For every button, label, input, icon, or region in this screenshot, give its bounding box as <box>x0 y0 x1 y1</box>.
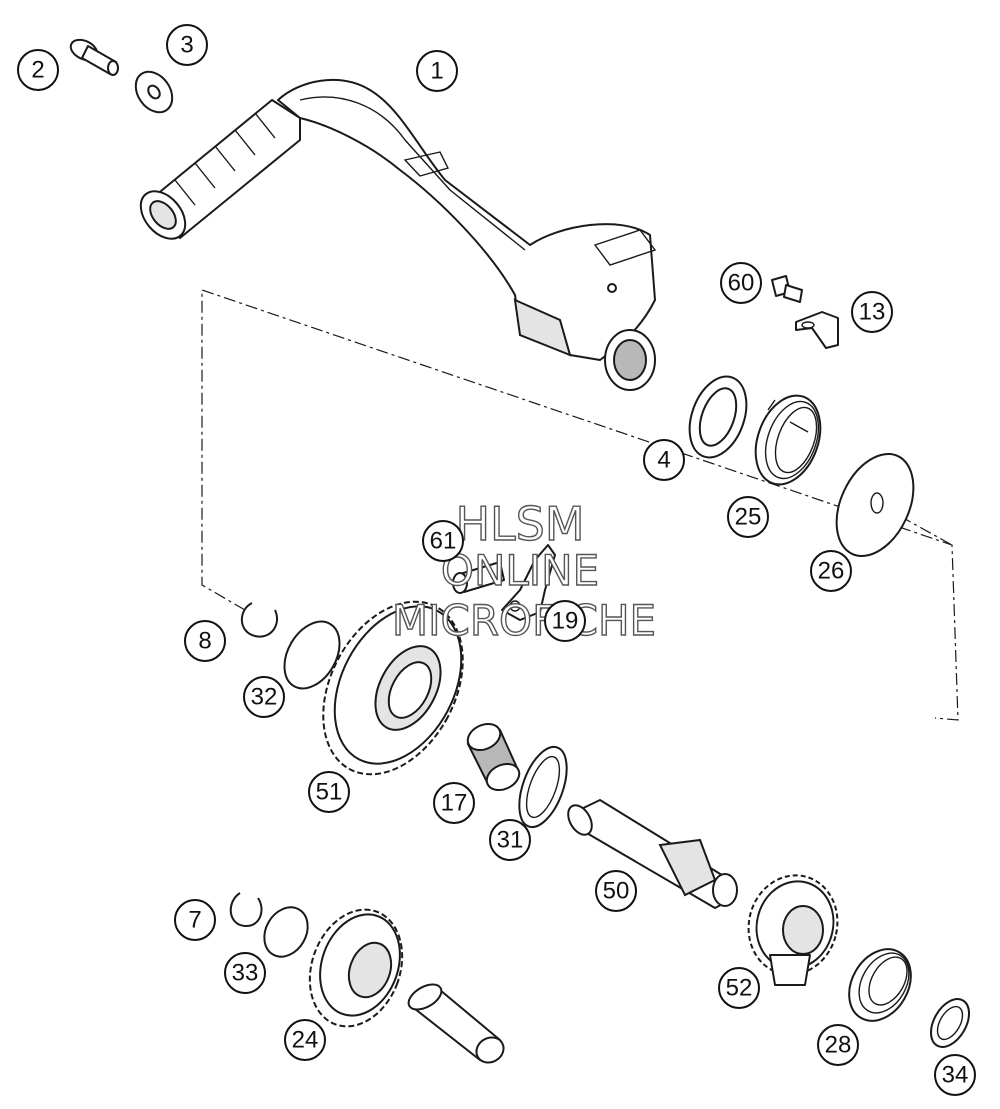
callout-17-label: 17 <box>441 790 468 817</box>
watermark-line-2: ONLINE <box>441 546 599 595</box>
callout-26-label: 26 <box>818 558 845 585</box>
callout-25[interactable]: 25 <box>727 496 769 538</box>
callout-32[interactable]: 32 <box>243 676 285 718</box>
callout-60[interactable]: 60 <box>720 262 762 304</box>
watermark-line-1: HLSM <box>455 497 584 551</box>
callout-labels: 1 2 3 60 13 4 25 26 61 19 8 32 51 17 31 <box>17 24 976 1096</box>
callout-28-label: 28 <box>825 1032 852 1059</box>
callout-24-label: 24 <box>292 1027 319 1054</box>
callout-8-label: 8 <box>198 628 211 655</box>
callout-7[interactable]: 7 <box>174 899 216 941</box>
assembly-leader-lines <box>201 289 959 721</box>
callout-34[interactable]: 34 <box>934 1054 976 1096</box>
callout-19-label: 19 <box>552 608 579 635</box>
callout-25-label: 25 <box>735 504 762 531</box>
part-33-washer[interactable] <box>256 899 317 964</box>
part-31-washer[interactable] <box>510 741 576 834</box>
callout-34-label: 34 <box>942 1062 969 1089</box>
callout-4[interactable]: 4 <box>643 439 685 481</box>
callout-31-label: 31 <box>497 827 524 854</box>
callout-51-label: 51 <box>316 779 343 806</box>
callout-50-label: 50 <box>603 878 630 905</box>
callout-8[interactable]: 8 <box>184 620 226 662</box>
watermark: HLSM ONLINE MICROFICHE <box>391 496 657 645</box>
watermark-line-3: MICROFICHE <box>392 596 656 645</box>
callout-31[interactable]: 31 <box>489 819 531 861</box>
callout-52-label: 52 <box>726 975 753 1002</box>
part-24-gear[interactable] <box>294 897 418 1040</box>
part-4-washer[interactable] <box>679 369 757 466</box>
part-60-bolt[interactable] <box>771 275 803 303</box>
callout-61[interactable]: 61 <box>422 520 464 562</box>
part-7-circlip[interactable] <box>229 892 263 928</box>
part-28-spring[interactable] <box>837 938 923 1032</box>
part-25-spring[interactable] <box>744 387 832 494</box>
callout-19[interactable]: 19 <box>544 600 586 642</box>
callout-13[interactable]: 13 <box>851 291 893 333</box>
callout-28[interactable]: 28 <box>817 1024 859 1066</box>
callout-17[interactable]: 17 <box>433 782 475 824</box>
callout-52[interactable]: 52 <box>718 967 760 1009</box>
part-17-needle-bearing[interactable] <box>464 719 524 795</box>
part-24-bushing[interactable] <box>404 979 508 1067</box>
callout-2[interactable]: 2 <box>17 49 59 91</box>
callout-4-label: 4 <box>657 447 670 474</box>
part-34-washer[interactable] <box>923 992 977 1053</box>
callout-61-label: 61 <box>430 528 457 555</box>
part-8-circlip[interactable] <box>240 602 278 638</box>
part-61-pin[interactable] <box>452 561 505 594</box>
callout-2-label: 2 <box>31 57 44 84</box>
part-26-disc[interactable] <box>821 442 928 569</box>
callout-1[interactable]: 1 <box>416 50 458 92</box>
part-32-washer[interactable] <box>273 612 351 698</box>
part-51-idler-gear[interactable] <box>295 578 491 799</box>
callout-1-label: 1 <box>430 58 443 85</box>
callout-51[interactable]: 51 <box>308 771 350 813</box>
callout-33[interactable]: 33 <box>224 952 266 994</box>
part-19-pawl[interactable] <box>501 544 556 621</box>
part-1-kickstart-lever[interactable] <box>132 79 657 391</box>
callout-32-label: 32 <box>251 684 278 711</box>
callout-7-label: 7 <box>188 907 201 934</box>
callout-3-label: 3 <box>180 32 193 59</box>
part-3-washer[interactable] <box>128 65 179 119</box>
part-13-bracket[interactable] <box>795 311 839 349</box>
callout-3[interactable]: 3 <box>166 24 208 66</box>
part-52-ratchet-gear[interactable] <box>738 865 849 986</box>
callout-13-label: 13 <box>859 299 886 326</box>
callout-24[interactable]: 24 <box>284 1019 326 1061</box>
callout-33-label: 33 <box>232 960 259 987</box>
part-50-shaft[interactable] <box>563 799 738 909</box>
callout-26[interactable]: 26 <box>810 550 852 592</box>
part-2-screw[interactable] <box>68 36 119 76</box>
callout-50[interactable]: 50 <box>595 870 637 912</box>
callout-60-label: 60 <box>728 270 755 297</box>
